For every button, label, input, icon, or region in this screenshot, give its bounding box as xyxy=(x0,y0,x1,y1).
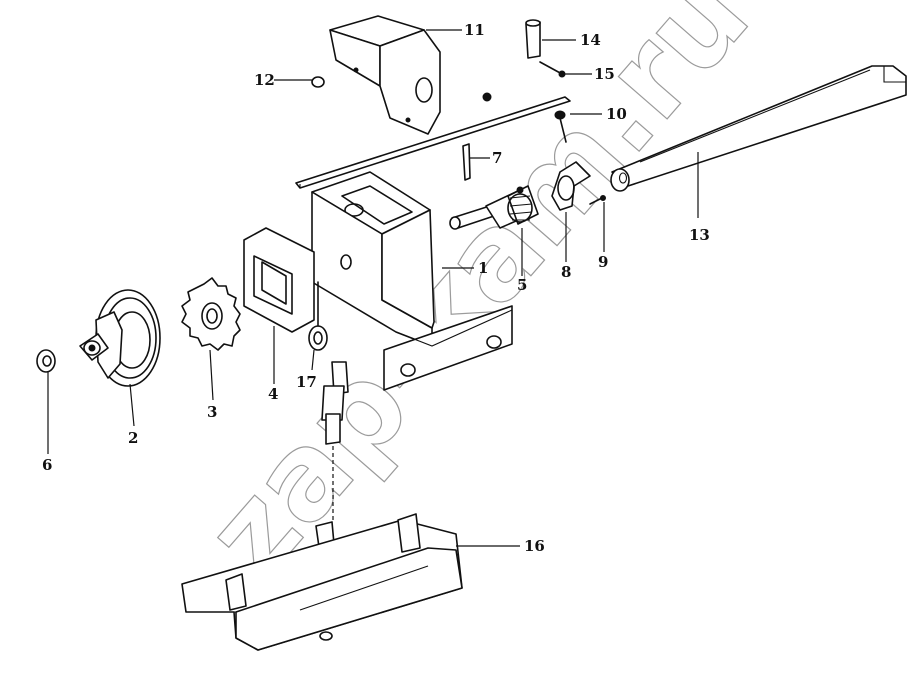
callout-7: 7 xyxy=(492,149,502,167)
part-11-cover xyxy=(329,15,441,135)
part-12-bolt xyxy=(311,76,492,102)
callout-13: 13 xyxy=(689,226,710,244)
part-9-pin xyxy=(589,195,606,205)
callout-12: 12 xyxy=(254,71,275,89)
part-8-clamp xyxy=(551,161,591,211)
callout-17: 17 xyxy=(296,373,317,391)
part-3-sprocket xyxy=(181,277,241,351)
callout-2: 2 xyxy=(128,429,138,447)
callout-3: 3 xyxy=(207,403,217,421)
part-10-bolt xyxy=(554,110,567,143)
part-16-bracket xyxy=(181,513,463,651)
callout-4: 4 xyxy=(268,385,278,403)
mounting-strip xyxy=(295,96,571,189)
part-5-coupling xyxy=(449,185,539,230)
part-6-washer xyxy=(36,349,56,373)
callout-labels: 1 2 3 4 5 6 7 8 9 10 11 12 13 14 15 16 1… xyxy=(42,21,710,555)
callout-6: 6 xyxy=(42,456,52,474)
callout-5: 5 xyxy=(517,276,527,294)
callout-16: 16 xyxy=(524,537,545,555)
callout-14: 14 xyxy=(580,31,601,49)
part-14-pin xyxy=(525,19,541,59)
callout-15: 15 xyxy=(594,65,615,83)
part-13-shaft xyxy=(610,65,907,192)
part-7-pin xyxy=(462,143,471,181)
part-1-frame xyxy=(311,171,513,391)
callout-1: 1 xyxy=(478,259,488,277)
part-15-screw xyxy=(539,61,566,78)
callout-10: 10 xyxy=(606,105,627,123)
callout-11: 11 xyxy=(464,21,485,39)
leader-lines xyxy=(47,29,699,547)
part-2-handwheel xyxy=(79,289,161,387)
part-17-ring xyxy=(308,281,328,351)
callout-9: 9 xyxy=(598,253,608,271)
part-4-flange xyxy=(243,227,315,333)
callout-8: 8 xyxy=(561,263,571,281)
